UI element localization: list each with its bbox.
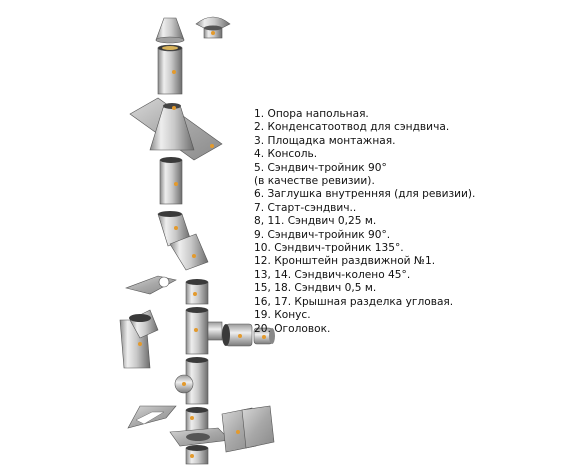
legend-item: 19. Конус. <box>254 309 311 322</box>
marker-dot <box>190 454 194 458</box>
legend-item: 3. Площадка монтажная. <box>254 134 396 147</box>
legend-item: 12. Кронштейн раздвижной №1. <box>254 255 436 268</box>
marker-dot <box>172 106 176 110</box>
marker-dot <box>193 292 197 296</box>
legend-item: 7. Старт-сэндвич.. <box>254 201 357 214</box>
legend-item: 16, 17. Крышная разделка угловая. <box>254 295 454 308</box>
part-console <box>127 405 177 429</box>
legend-item: 5. Сэндвич-тройник 90° <box>254 161 387 174</box>
part-roof-plates <box>221 405 275 453</box>
part-roof-flashing <box>129 97 223 161</box>
legend-item: 9. Сэндвич-тройник 90°. <box>254 228 391 241</box>
marker-dot <box>192 254 196 258</box>
parts-legend: 1. Опора напольная. 2. Конденсатоотвод д… <box>254 108 554 336</box>
legend-item: 20. Оголовок. <box>254 322 331 335</box>
marker-dot <box>174 226 178 230</box>
part-sandwich-upper <box>157 44 183 95</box>
part-sandwich-middle <box>159 157 183 205</box>
marker-dot <box>262 335 266 339</box>
part-cone <box>155 17 185 44</box>
legend-item: 4. Консоль. <box>254 148 318 161</box>
marker-dot <box>174 182 178 186</box>
legend-item: 10. Сэндвич-тройник 135°. <box>254 242 404 255</box>
part-tee-135 <box>119 309 159 369</box>
part-tee-90 <box>185 307 223 355</box>
marker-dot <box>236 430 240 434</box>
part-mounting-platform <box>169 427 231 447</box>
marker-dot <box>210 144 214 148</box>
part-head <box>195 16 231 39</box>
legend-item: 1. Опора напольная. <box>254 108 369 120</box>
marker-dot <box>190 416 194 420</box>
legend-item: 13, 14. Сэндвич-колено 45°. <box>254 268 411 281</box>
marker-dot <box>172 70 176 74</box>
part-floor-support <box>185 445 209 465</box>
legend-item: 2. Конденсатоотвод для сэндвича. <box>254 121 450 134</box>
marker-dot <box>238 334 242 338</box>
part-elbows <box>157 211 209 271</box>
part-sandwich-short-upper <box>185 279 209 305</box>
marker-dot <box>211 31 215 35</box>
marker-dot <box>182 382 186 386</box>
part-start-sandwich <box>222 323 275 347</box>
legend-item: 8, 11. Сэндвич 0,25 м. <box>254 215 377 228</box>
part-bracket <box>124 275 177 295</box>
legend-item: (в качестве ревизии). <box>254 175 375 188</box>
legend-item: 6. Заглушка внутренняя (для ревизии). <box>254 188 476 201</box>
part-condensate-drain <box>185 407 209 433</box>
marker-dot <box>138 342 142 346</box>
legend-item: 15, 18. Сэндвич 0,5 м. <box>254 282 377 295</box>
part-revision-tee <box>174 357 209 405</box>
marker-dot <box>194 328 198 332</box>
